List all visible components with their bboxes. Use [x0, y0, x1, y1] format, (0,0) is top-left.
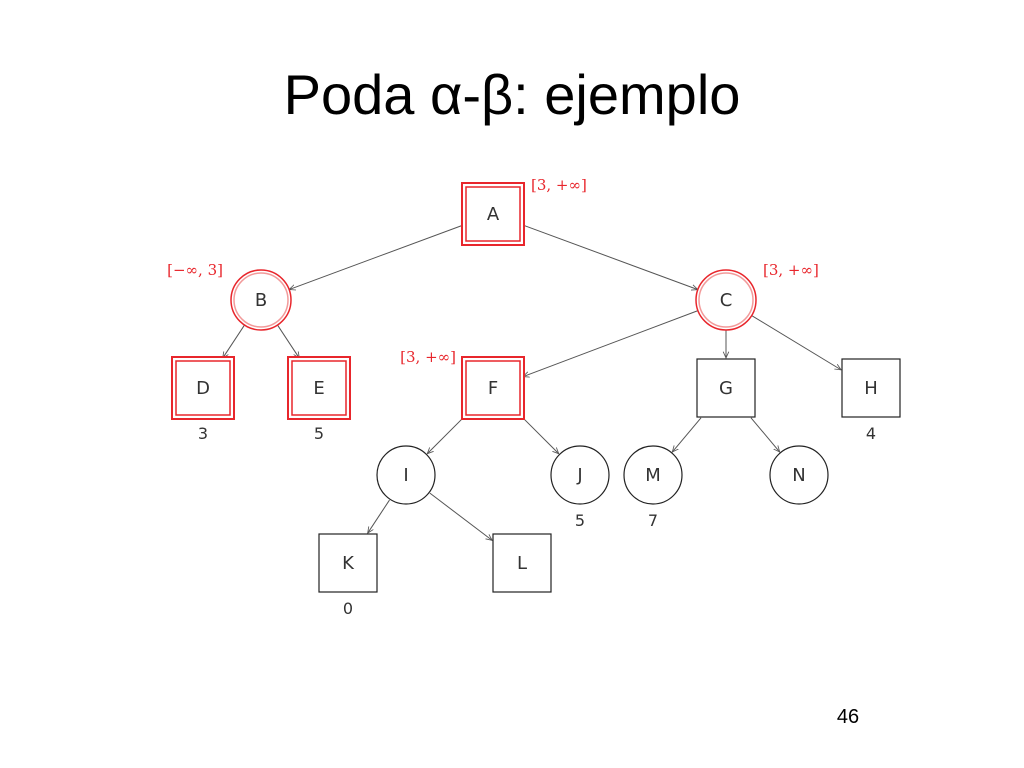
node-a-inner-frame: [465, 186, 521, 242]
node-c-outer-ring: [695, 269, 757, 331]
node-l-frame: [492, 533, 552, 593]
node-f-outer-frame: [461, 356, 525, 420]
node-f: F [3, +∞]: [400, 348, 525, 420]
node-g: G: [696, 358, 756, 418]
node-m-value: 7: [648, 511, 658, 530]
node-a: A [3, +∞]: [461, 176, 587, 246]
node-b-label: B: [255, 290, 267, 311]
edge-a-c: [522, 224, 698, 290]
node-a-label: A: [487, 204, 500, 225]
node-g-label: G: [719, 378, 733, 399]
node-h-frame: [841, 358, 901, 418]
edge-c-h: [751, 315, 841, 370]
node-j-ring: [550, 445, 610, 505]
node-k-label: K: [342, 553, 355, 574]
node-d-outer-frame: [171, 356, 235, 420]
edge-g-n: [750, 417, 780, 452]
node-i: I: [376, 445, 436, 505]
node-b: B [−∞, 3]: [167, 261, 292, 331]
edge-i-k: [368, 499, 390, 533]
edge-b-d: [223, 324, 245, 358]
edges-layer: [223, 224, 841, 540]
node-n-label: N: [792, 465, 805, 486]
node-e: E5: [287, 356, 351, 443]
edge-f-i: [427, 417, 464, 454]
node-n: N: [769, 445, 829, 505]
node-c: C [3, +∞]: [695, 261, 819, 331]
edge-g-m: [672, 417, 702, 452]
node-c-interval: [3, +∞]: [763, 261, 819, 279]
node-e-value: 5: [314, 424, 324, 443]
node-b-interval: [−∞, 3]: [167, 261, 223, 279]
node-j-label: J: [576, 465, 582, 486]
node-d-value: 3: [198, 424, 208, 443]
node-k-frame: [318, 533, 378, 593]
slide-title: Poda α-β: ejemplo: [283, 63, 741, 126]
node-e-outer-frame: [287, 356, 351, 420]
node-m-ring: [623, 445, 683, 505]
node-c-inner-ring: [698, 272, 754, 328]
edge-i-l: [429, 492, 492, 540]
node-i-label: I: [403, 465, 408, 486]
node-i-ring: [376, 445, 436, 505]
node-l: L: [492, 533, 552, 593]
node-a-interval: [3, +∞]: [531, 176, 587, 194]
node-k-value: 0: [343, 599, 353, 618]
page-number: 46: [836, 706, 860, 728]
node-f-label: F: [488, 378, 498, 399]
node-h: H4: [841, 358, 901, 443]
edge-a-b: [289, 224, 464, 289]
node-g-frame: [696, 358, 756, 418]
node-d: D3: [171, 356, 235, 443]
node-m: M7: [623, 445, 683, 530]
node-b-outer-ring: [230, 269, 292, 331]
node-e-label: E: [313, 378, 324, 399]
edge-c-f: [523, 310, 699, 377]
node-k: K0: [318, 533, 378, 618]
node-j: J5: [550, 445, 610, 530]
node-c-label: C: [720, 290, 733, 311]
node-d-inner-frame: [175, 360, 231, 416]
node-f-interval: [3, +∞]: [400, 348, 456, 366]
node-h-label: H: [864, 378, 878, 399]
node-n-ring: [769, 445, 829, 505]
edge-f-j: [522, 417, 559, 454]
node-b-inner-ring: [233, 272, 289, 328]
node-j-value: 5: [575, 511, 585, 530]
node-h-value: 4: [866, 424, 876, 443]
edge-b-e: [277, 324, 300, 358]
node-a-outer-frame: [461, 182, 525, 246]
node-l-label: L: [517, 553, 527, 574]
node-m-label: M: [645, 465, 661, 486]
node-e-inner-frame: [291, 360, 347, 416]
node-d-label: D: [196, 378, 210, 399]
node-f-inner-frame: [465, 360, 521, 416]
